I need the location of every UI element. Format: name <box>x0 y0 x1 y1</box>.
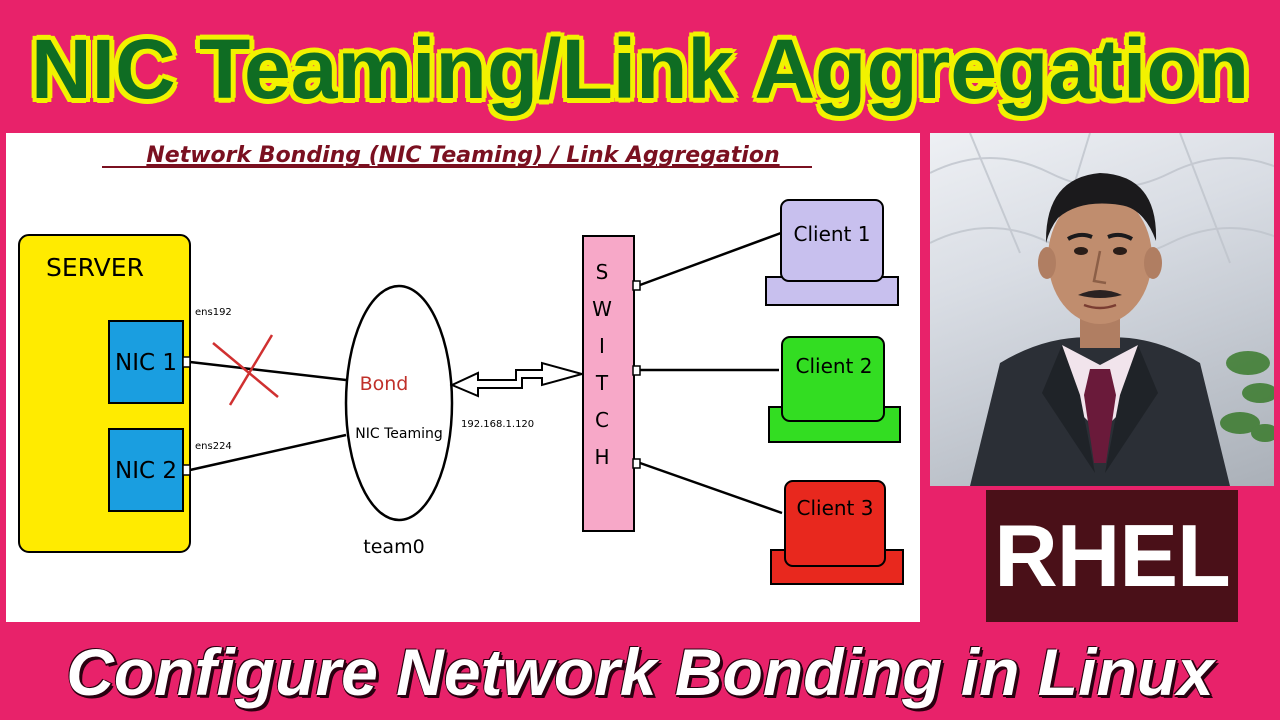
switch-port <box>632 365 641 376</box>
banner-title: NIC Teaming/Link Aggregation <box>30 21 1250 116</box>
teaming-label: NIC Teaming <box>355 426 442 442</box>
presenter-photo <box>930 133 1274 486</box>
nic1-port <box>182 356 191 368</box>
switch-letter: S <box>596 260 609 284</box>
nic1-link <box>189 360 347 382</box>
client3-link <box>639 461 783 515</box>
switch-letter: W <box>592 297 612 321</box>
switch-port <box>632 280 641 291</box>
nic1-interface-label: ens192 <box>195 307 232 318</box>
nic1-box <box>108 320 184 404</box>
client1-monitor <box>780 199 884 282</box>
server-label: SERVER <box>46 253 144 282</box>
bond-ellipse <box>344 284 454 522</box>
nic2-link <box>189 433 347 472</box>
switch-letter: H <box>594 445 609 469</box>
nic2-label: NIC 2 <box>115 458 177 484</box>
nic2-port <box>182 464 191 476</box>
client3-monitor <box>784 480 886 567</box>
nic1-label: NIC 1 <box>115 350 177 376</box>
client3-label: Client 3 <box>797 496 874 520</box>
nic2-interface-label: ens224 <box>195 441 232 452</box>
diagram-panel: Network Bonding (NIC Teaming) / Link Agg… <box>6 133 920 622</box>
switch-letters: S W I T C H <box>592 260 612 469</box>
switch-port <box>632 458 641 469</box>
rhel-label: RHEL <box>994 506 1231 605</box>
switch-letter: I <box>599 334 605 358</box>
diagram-heading: Network Bonding (NIC Teaming) / Link Agg… <box>146 143 779 168</box>
switch-letter: C <box>595 408 609 432</box>
nic2-box <box>108 428 184 512</box>
link-failure-cross-icon <box>212 334 279 406</box>
client1-link <box>639 231 782 287</box>
footer-title: Configure Network Bonding in Linux <box>66 635 1214 709</box>
client1-label: Client 1 <box>794 222 871 246</box>
client2-label: Client 2 <box>796 354 873 378</box>
bond-switch-arrow-icon <box>449 361 586 398</box>
network-diagram: Network Bonding (NIC Teaming) / Link Agg… <box>18 143 904 585</box>
team-name-label: team0 <box>363 536 424 558</box>
bond-label: Bond <box>360 373 409 395</box>
switch-letter: T <box>595 371 609 395</box>
switch-box <box>582 235 635 532</box>
rhel-badge: RHEL <box>986 490 1238 622</box>
presenter-avatar <box>930 133 1274 486</box>
client2-monitor <box>781 336 885 422</box>
ip-address-label: 192.168.1.120 <box>461 419 534 430</box>
